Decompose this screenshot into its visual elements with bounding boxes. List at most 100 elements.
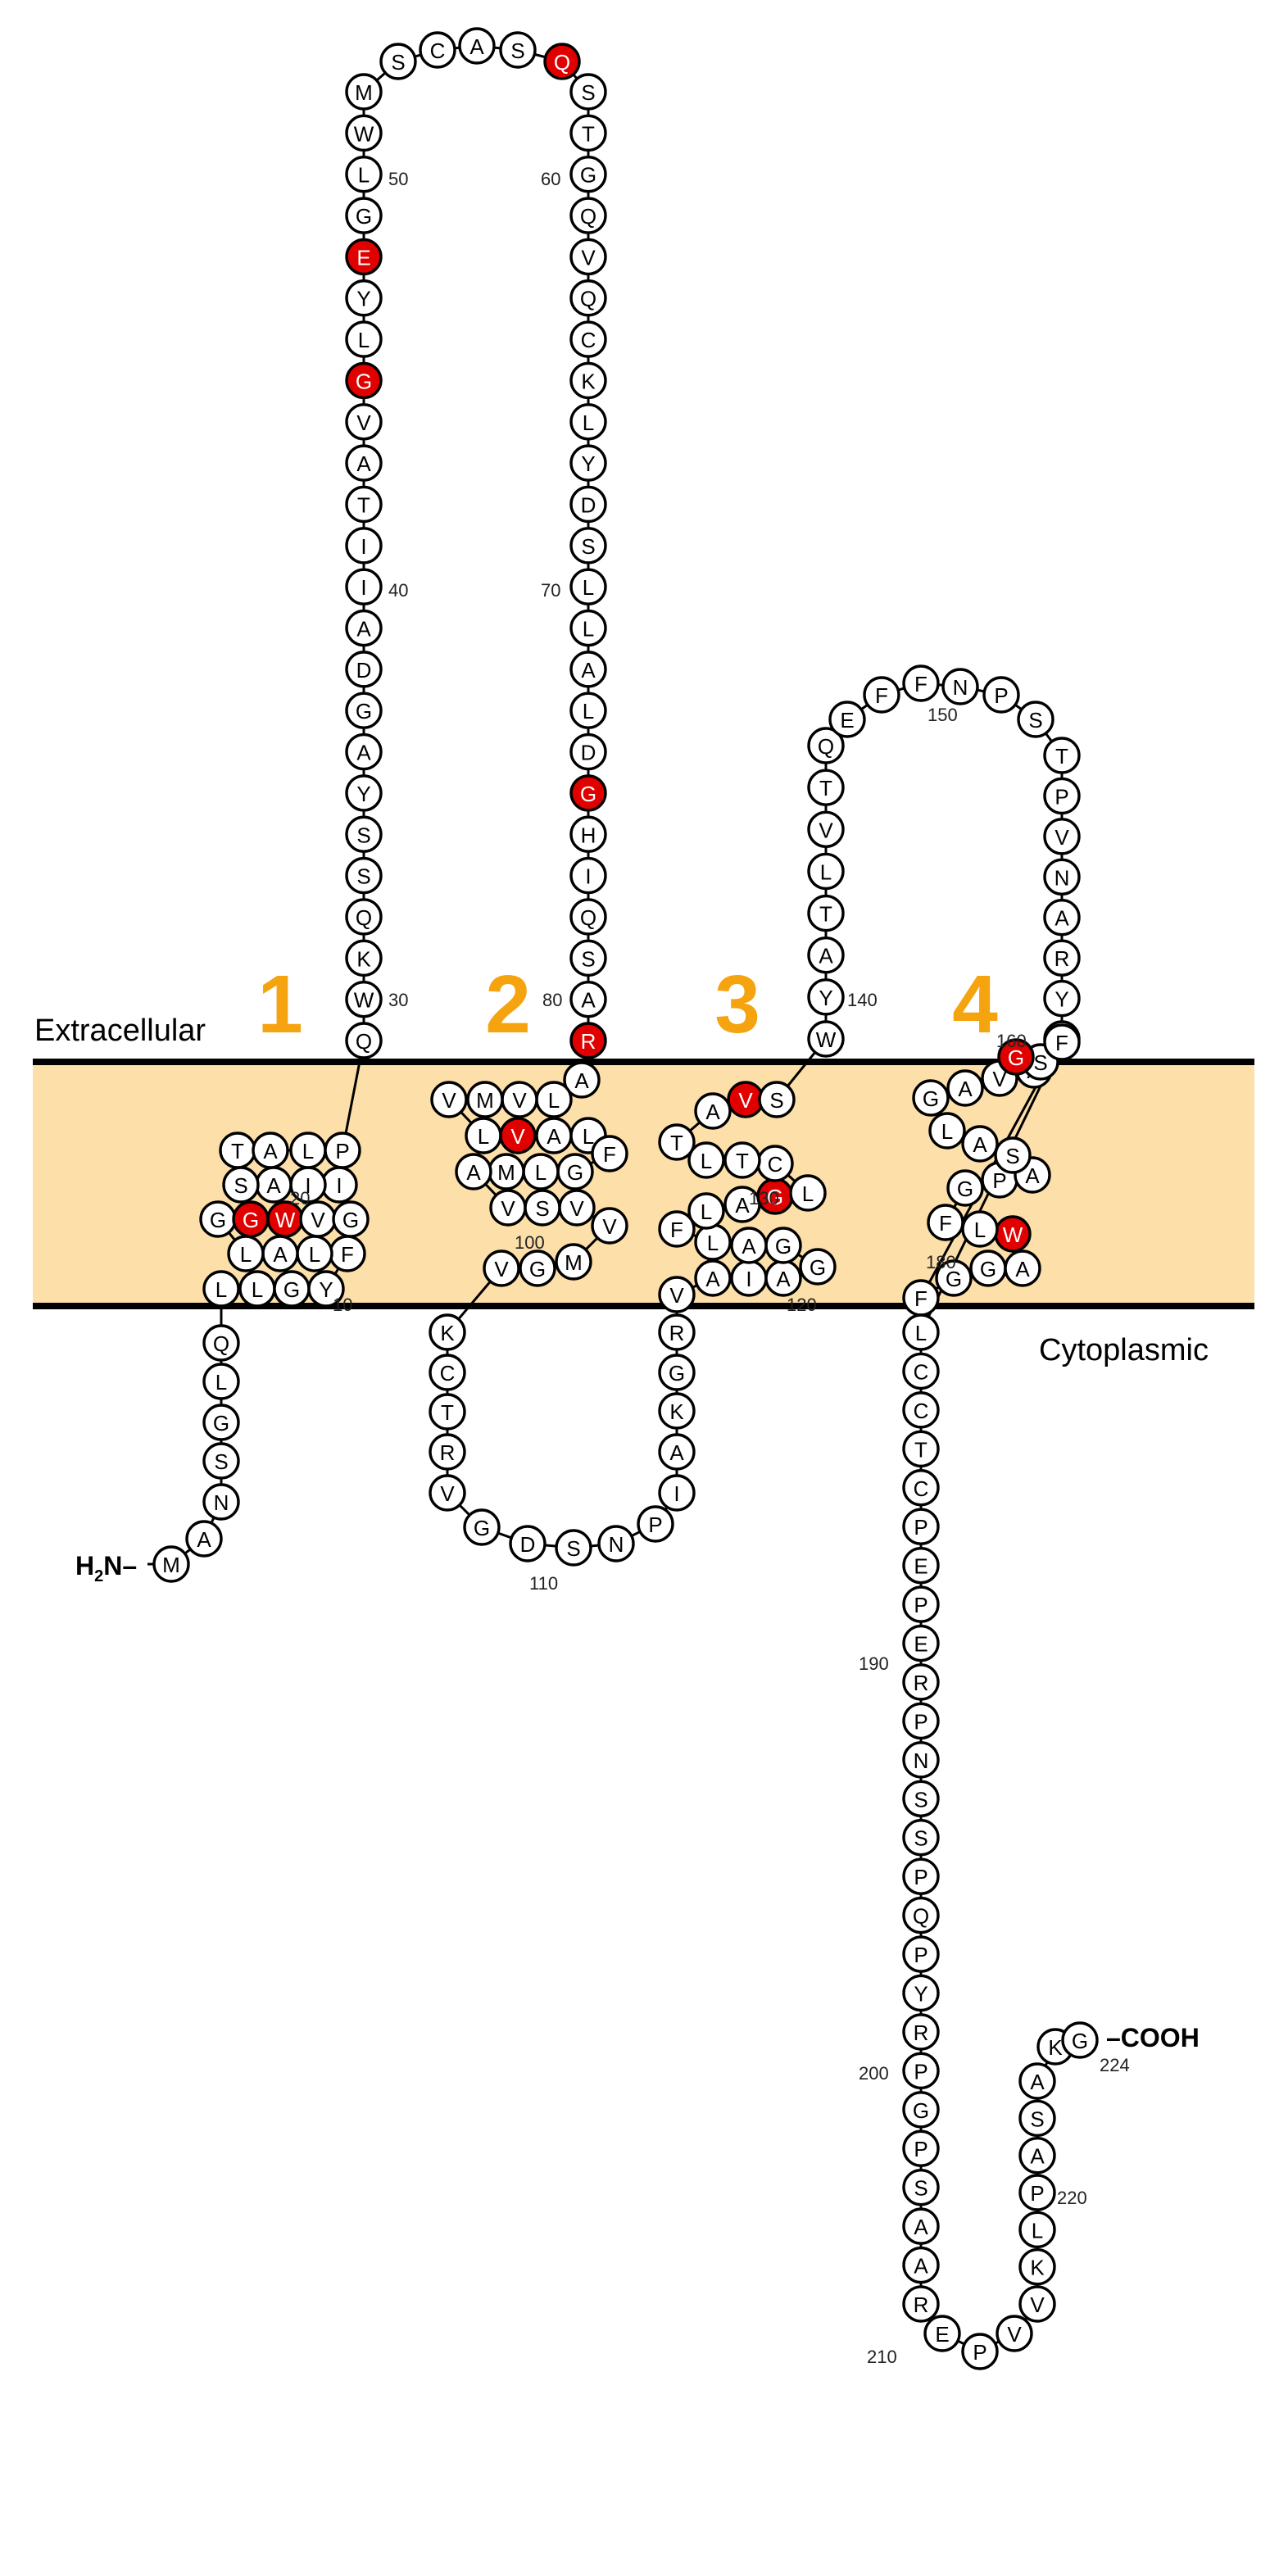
residue-ecl1-up-7: A (345, 732, 383, 771)
residue-letter: M (355, 80, 373, 105)
residue-letter: A (705, 1100, 720, 1124)
residue-letter: S (769, 1088, 783, 1113)
residue-icl1-8: N (597, 1525, 635, 1562)
residue-ecl2-top-2: F (902, 664, 940, 702)
residue-ecl1-down-16: D (569, 732, 607, 771)
residue-circle (555, 1529, 592, 1567)
residue-tm1-8: G (199, 1200, 237, 1238)
residue-ecl1-up-10: A (345, 609, 383, 647)
residue-ecl1-up-17: L (345, 320, 383, 358)
residue-letter: W (354, 988, 374, 1013)
residue-tm3-17: A (694, 1092, 732, 1130)
residue-tm2-17: V (591, 1207, 628, 1245)
residue-number-label: 120 (787, 1295, 817, 1315)
residue-ecl1-down-21: S (569, 939, 607, 977)
residue-letter: P (648, 1512, 662, 1537)
residue-circle (902, 1780, 940, 1817)
residue-letter: F (914, 1286, 928, 1311)
residue-c-tail-10: P (902, 1702, 940, 1740)
residue-letter: S (1033, 1050, 1047, 1075)
residue-letter: L (583, 699, 594, 723)
residue-letter: L (583, 410, 594, 435)
residue-letter: T (914, 1437, 928, 1462)
residue-letter: R (581, 1029, 596, 1054)
residue-letter: L (358, 328, 370, 352)
residue-c-tail-19: P (902, 2052, 940, 2090)
residue-letter: A (356, 617, 371, 642)
residue-tm4-18: G (997, 1038, 1035, 1076)
residue-n-tail-5: L (202, 1363, 240, 1400)
residue-letter: A (735, 1193, 750, 1218)
residue-letter: E (914, 1554, 928, 1579)
residue-letter: Y (319, 1277, 333, 1302)
residue-tm1-18: A (252, 1132, 289, 1169)
residue-circle (658, 1354, 696, 1391)
residue-letter: G (923, 1086, 939, 1111)
residue-ecl1-down-14: A (569, 651, 607, 688)
residue-circle (902, 1585, 940, 1623)
residue-letter: I (674, 1481, 679, 1506)
residue-c-tail-25: R (902, 2285, 940, 2323)
residue-circle (202, 1363, 240, 1400)
mutated-residue-circle (569, 774, 607, 812)
residue-circle (912, 1079, 950, 1117)
residue-circle (569, 939, 607, 977)
residue-circle (345, 651, 383, 688)
residue-ecl1-top-3: S (499, 31, 537, 69)
residue-circle (569, 114, 607, 152)
residue-ecl2-up-4: L (807, 852, 845, 891)
residue-letter: E (840, 708, 854, 732)
residue-c-tail-12: S (902, 1780, 940, 1817)
residue-circle (658, 1123, 696, 1161)
residue-circle (569, 609, 607, 647)
residue-circle (1018, 2062, 1056, 2100)
residue-icl1-0: K (429, 1313, 466, 1351)
residue-letter: I (585, 864, 591, 889)
residue-letter: M (476, 1088, 494, 1113)
residue-letter: A (266, 1173, 281, 1198)
n-terminus-label: H2N– (75, 1551, 137, 1585)
residue-tm4-1: G (935, 1259, 973, 1297)
residue-tm1-5: L (296, 1235, 333, 1272)
residue-c-tail-26: E (923, 2315, 961, 2352)
residue-letter: Q (213, 1331, 229, 1356)
residue-c-tail-13: S (902, 1819, 940, 1857)
residue-circle (379, 43, 417, 80)
residue-number-label: 20 (290, 1188, 310, 1209)
residue-c-tail-3: T (902, 1430, 940, 1468)
residue-letter: A (574, 1068, 589, 1093)
residue-letter: V (311, 1208, 325, 1232)
residue-ecl1-up-6: Y (345, 774, 383, 812)
residue-ecl1-up-12: I (345, 527, 383, 565)
residue-letter: A (819, 944, 833, 968)
residue-circle (730, 1227, 768, 1264)
residue-letter: V (512, 1088, 527, 1113)
residue-circle (902, 1935, 940, 1973)
residue-letter: Y (356, 287, 370, 311)
residue-letter: P (914, 1865, 928, 1889)
residue-circle (569, 238, 607, 276)
residue-circle (946, 1069, 984, 1107)
residue-circle (946, 1169, 984, 1207)
residue-circle (345, 73, 383, 111)
residue-circle (1043, 979, 1081, 1018)
residue-circle (807, 769, 845, 806)
residue-icl1-9: P (637, 1505, 674, 1543)
residue-circle (807, 852, 845, 891)
residue-ecl2-top-1: F (863, 676, 900, 714)
residue-tm1-7: L (227, 1235, 265, 1272)
residue-number-label: 220 (1057, 2188, 1087, 2208)
residue-letter: A (1025, 1163, 1040, 1188)
residue-ecl1-up-15: V (345, 403, 383, 441)
residue-circle (807, 937, 845, 974)
residue-number-label: 30 (388, 990, 408, 1010)
residue-letter: L (358, 163, 370, 188)
residue-circle (429, 1354, 466, 1391)
residue-letter: W (354, 121, 374, 146)
residue-ecl1-up-19: E (345, 238, 383, 276)
residue-tm4-6: F (927, 1204, 964, 1241)
residue-ecl2-down-5: R (1043, 939, 1081, 977)
residue-circle (430, 1081, 468, 1118)
residue-circle (569, 651, 607, 688)
residue-letter: R (669, 1321, 685, 1345)
